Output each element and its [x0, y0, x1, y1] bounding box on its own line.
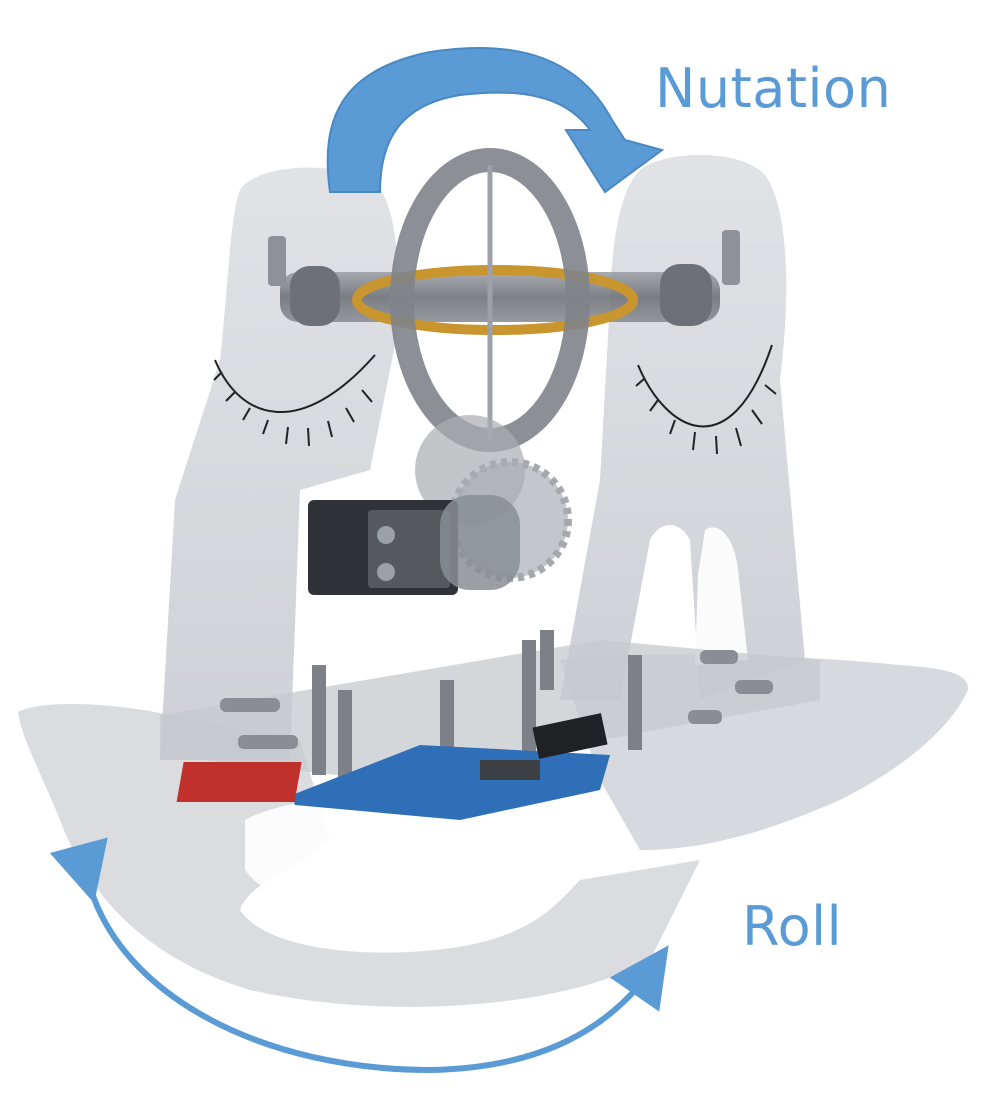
red-module [176, 762, 302, 802]
left-bearing [290, 266, 340, 326]
servo-screw [377, 526, 395, 544]
nutation-arrow [326, 46, 665, 194]
nutation-label: Nutation [655, 57, 892, 120]
right-angle-scale [635, 344, 777, 455]
flywheel-ring [352, 265, 638, 335]
servo-horn [440, 495, 520, 590]
right-bolt [722, 230, 740, 285]
roll-label: Roll [742, 895, 843, 958]
chip [532, 713, 608, 759]
right-bearing [660, 264, 712, 326]
right-upright [560, 154, 805, 701]
left-bolt [268, 236, 286, 286]
roll-arrow [49, 837, 669, 1074]
board-connector [480, 760, 540, 780]
right-upright-cutout [695, 527, 748, 665]
plate-bolts [220, 650, 773, 749]
standoffs [312, 630, 642, 785]
left-angle-scale [213, 354, 376, 447]
gimbal-axle [280, 272, 720, 322]
servo-screw-2 [377, 563, 395, 581]
